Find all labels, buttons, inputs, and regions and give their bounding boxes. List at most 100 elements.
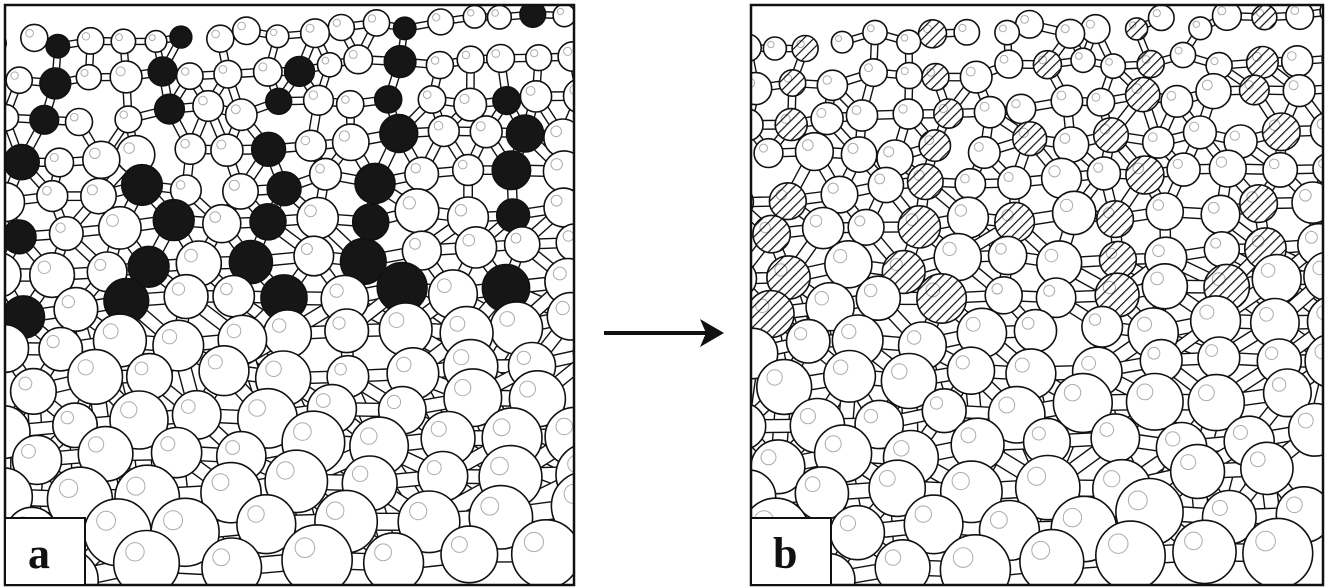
atom-highlight xyxy=(304,204,317,218)
atom-highlight xyxy=(184,248,198,263)
atom xyxy=(845,99,879,132)
atom-highlight xyxy=(1288,80,1299,91)
atom-highlight xyxy=(1147,346,1161,360)
atom-highlight xyxy=(767,40,775,49)
atom xyxy=(427,114,460,148)
atom xyxy=(1081,305,1124,348)
dark-atom xyxy=(265,87,293,116)
atom xyxy=(1211,5,1243,32)
atom-highlight xyxy=(1137,316,1152,332)
atom xyxy=(840,136,878,174)
atom-highlight xyxy=(1286,496,1303,514)
atom-highlight xyxy=(181,399,196,414)
atom-highlight xyxy=(914,505,932,523)
dark-atom xyxy=(169,25,193,49)
atom xyxy=(454,225,498,269)
atom-highlight xyxy=(1260,263,1276,278)
atom-highlight xyxy=(900,66,909,76)
hatched-atom xyxy=(897,204,942,249)
atom-highlight xyxy=(1229,130,1240,141)
atom xyxy=(794,131,835,172)
atom-highlight xyxy=(1062,507,1083,528)
dark-atom xyxy=(153,93,186,125)
atom-highlight xyxy=(461,50,471,60)
dark-atom xyxy=(492,85,522,116)
atom xyxy=(867,166,905,204)
atom-highlight xyxy=(1129,21,1137,29)
dark-atom xyxy=(5,219,37,255)
atom-highlight xyxy=(550,125,563,138)
atom xyxy=(1095,520,1166,585)
dark-atom xyxy=(266,171,302,207)
atom-highlight xyxy=(973,142,984,152)
atom xyxy=(378,302,433,357)
atom-highlight xyxy=(212,548,231,567)
dark-atom xyxy=(147,56,178,87)
atom-highlight xyxy=(126,476,146,496)
hatched-atom xyxy=(1136,49,1165,79)
atom xyxy=(324,308,370,354)
atom xyxy=(994,49,1024,79)
atom xyxy=(1188,16,1213,41)
atom-highlight xyxy=(563,46,573,57)
hatched-atom xyxy=(916,272,968,324)
atom-highlight xyxy=(430,420,447,437)
atom-highlight xyxy=(462,233,476,247)
atom xyxy=(785,318,831,364)
atom-highlight xyxy=(990,511,1008,529)
dark-atom xyxy=(39,67,72,100)
atom-highlight xyxy=(86,184,98,196)
atom xyxy=(510,519,574,585)
atom-highlight xyxy=(430,56,440,65)
atom-highlight xyxy=(874,173,886,185)
atom-highlight xyxy=(1102,280,1117,295)
atom-highlight xyxy=(900,34,909,42)
panel-b-label-box xyxy=(750,517,832,586)
atom-highlight xyxy=(94,258,107,271)
atom-highlight xyxy=(725,267,736,278)
atom xyxy=(1052,126,1090,164)
atom-highlight xyxy=(119,110,128,119)
atom-highlight xyxy=(1147,132,1158,143)
hatched-atom xyxy=(778,69,807,98)
atom xyxy=(462,5,487,29)
atom-highlight xyxy=(46,335,60,349)
atom-highlight xyxy=(276,461,295,480)
atom-highlight xyxy=(348,49,358,59)
atom-highlight xyxy=(388,312,405,329)
atom xyxy=(163,273,209,320)
atom-highlight xyxy=(21,443,36,459)
atom-highlight xyxy=(1099,123,1111,135)
atom xyxy=(751,403,767,449)
atom-highlight xyxy=(1211,272,1226,287)
atom-highlight xyxy=(878,470,896,487)
atom xyxy=(1051,190,1097,236)
atom-highlight xyxy=(1003,171,1014,183)
bond xyxy=(577,474,596,506)
atom xyxy=(224,98,258,132)
atom-highlight xyxy=(1059,133,1071,144)
atom xyxy=(144,29,168,54)
atom-highlight xyxy=(1207,201,1220,214)
atom xyxy=(552,5,574,28)
atom xyxy=(109,60,143,94)
atom-highlight xyxy=(979,101,990,112)
atom-highlight xyxy=(841,323,857,340)
atom-highlight xyxy=(942,241,957,256)
atom-highlight xyxy=(60,410,75,425)
atom-highlight xyxy=(228,179,240,191)
panel-b-frame xyxy=(749,3,1325,587)
hatched-atom xyxy=(1251,5,1278,31)
atom-highlight xyxy=(0,416,2,431)
atom-highlight xyxy=(1150,271,1164,286)
dark-atom xyxy=(351,203,390,241)
atom xyxy=(1125,372,1184,431)
dark-atom xyxy=(120,163,164,207)
atom xyxy=(546,291,574,341)
atom xyxy=(1052,372,1114,434)
atom-highlight xyxy=(1136,383,1154,401)
atom-highlight xyxy=(272,318,287,333)
atom xyxy=(751,264,758,294)
atom-highlight xyxy=(181,67,190,76)
atom-highlight xyxy=(386,394,402,410)
